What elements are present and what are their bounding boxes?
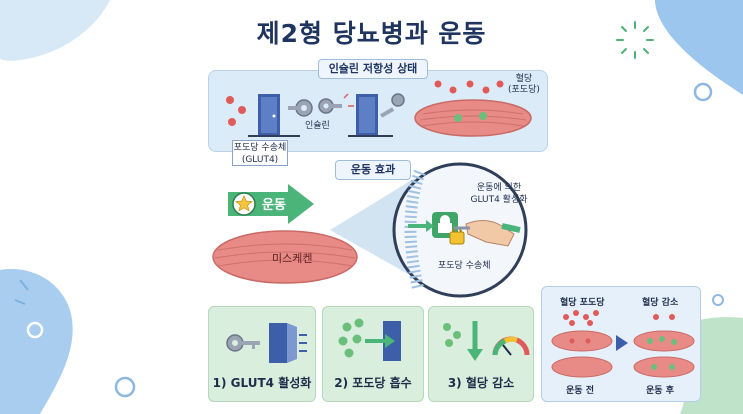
insulin-key-icon <box>288 99 313 117</box>
exercise-label: 운동 <box>262 198 286 213</box>
arrow-right-icon <box>616 335 628 351</box>
before-muscles <box>551 310 613 378</box>
glucose-dot <box>228 118 236 126</box>
insulin-resistance-heading: 인슐린 저항성 상태 <box>318 59 428 79</box>
key-and-door-icon <box>226 323 307 363</box>
glut4-label: 포도당 수송체 (GLUT4) <box>232 140 288 166</box>
muscle-label: 미스케켄 <box>272 252 313 265</box>
lock-icon <box>440 215 450 224</box>
after-bottom-label: 운동 후 <box>646 386 674 396</box>
step-card-glut4-activation: 1) GLUT4 활성화 <box>208 306 316 402</box>
step-label: 2) 포도당 흡수 <box>334 376 412 390</box>
star-icon <box>234 195 254 212</box>
step-card-blood-sugar-decrease: 3) 혈당 감소 <box>428 306 534 402</box>
page-title: 제2형 당뇨병과 운동 <box>256 19 487 48</box>
glut4-activation-label: 운동에 의한 GLUT4 활성화 <box>470 183 528 205</box>
muscle-cell <box>414 99 532 137</box>
insulin-label: 인슐린 <box>305 121 330 131</box>
step-label: 3) 혈당 감소 <box>447 376 515 390</box>
before-bottom-label: 운동 전 <box>566 386 594 396</box>
insulin-key-icon <box>318 98 342 114</box>
glucose-transporter-label: 포도당 수송체 <box>438 261 491 271</box>
glucose-dot <box>238 106 246 114</box>
glut4-zoom-circle <box>392 162 528 298</box>
before-after-comparison: 혈당 포도당 혈당 감소 운동 전 운동 후 <box>541 286 701 402</box>
sparkle-decoration <box>616 21 654 59</box>
exercise-arrow <box>228 184 314 224</box>
step-label: 1) GLUT4 활성화 <box>212 376 312 390</box>
before-top-label: 혈당 포도당 <box>560 298 605 308</box>
insulin-resistance-illustration <box>226 80 532 137</box>
after-muscles <box>633 314 695 378</box>
padlock-icon <box>449 231 465 245</box>
exercise-effect-heading: 운동 효과 <box>335 160 411 180</box>
muscle-illustration <box>212 230 358 284</box>
background-blob-top-left <box>0 0 110 61</box>
blood-sugar-decrease-icon <box>443 321 530 361</box>
step-card-glucose-uptake: 2) 포도당 흡수 <box>322 306 424 402</box>
insulin-key-icon <box>380 93 405 118</box>
blood-glucose-label: 혈당 (포도당) <box>508 74 540 95</box>
glucose-dot <box>226 96 234 104</box>
glucose-uptake-icon <box>338 318 401 361</box>
after-top-label: 혈당 감소 <box>642 298 679 308</box>
